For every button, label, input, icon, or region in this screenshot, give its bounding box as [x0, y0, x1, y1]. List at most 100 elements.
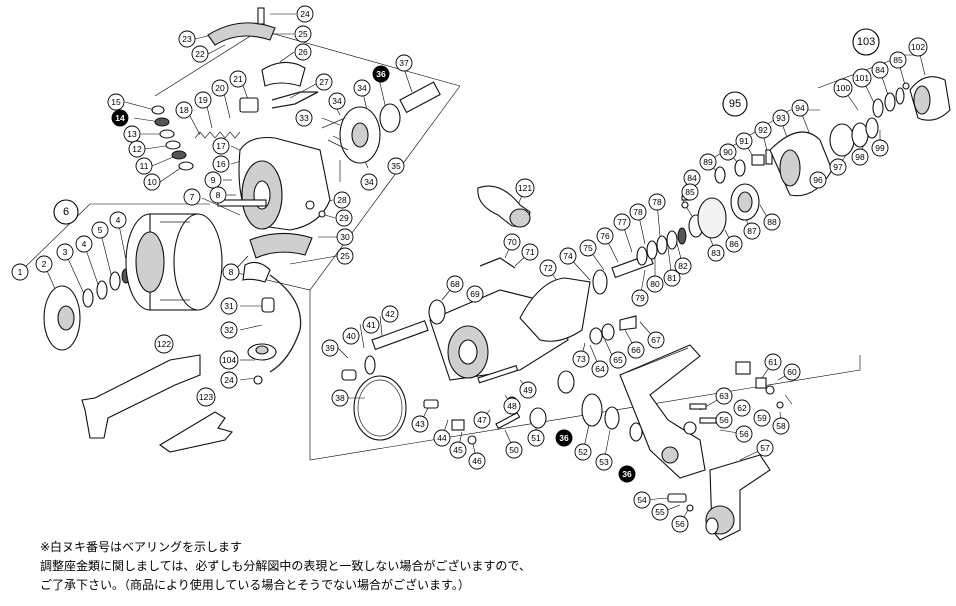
callout-62: 62 [733, 399, 751, 417]
callout-104: 104 [219, 350, 239, 370]
callout-99: 99 [871, 139, 889, 157]
svg-text:56: 56 [739, 429, 749, 439]
callout-54: 54 [633, 491, 651, 509]
svg-text:30: 30 [340, 232, 350, 242]
svg-text:34: 34 [357, 83, 367, 93]
svg-text:5: 5 [98, 225, 103, 235]
callout-123: 123 [196, 387, 216, 407]
svg-text:8: 8 [229, 267, 234, 277]
callout-93: 93 [772, 109, 790, 127]
svg-text:63: 63 [719, 391, 729, 401]
callout-92: 92 [754, 121, 772, 139]
svg-text:9: 9 [211, 175, 216, 185]
svg-text:44: 44 [437, 433, 447, 443]
callout-55: 55 [651, 503, 669, 521]
callout-48: 48 [503, 397, 521, 415]
svg-text:52: 52 [578, 447, 588, 457]
svg-text:60: 60 [787, 367, 797, 377]
svg-text:65: 65 [613, 355, 623, 365]
callout-4b: 4 [109, 211, 127, 229]
callout-40: 40 [342, 327, 360, 345]
svg-text:62: 62 [737, 403, 747, 413]
svg-text:75: 75 [583, 243, 593, 253]
callout-43: 43 [411, 415, 429, 433]
callout-86: 86 [725, 235, 743, 253]
callout-89: 89 [699, 153, 717, 171]
callout-58: 58 [772, 417, 790, 435]
svg-text:72: 72 [543, 263, 553, 273]
callout-63: 63 [715, 387, 733, 405]
callout-69: 69 [466, 285, 484, 303]
callout-67: 67 [647, 331, 665, 349]
svg-text:102: 102 [911, 42, 925, 52]
svg-text:78: 78 [633, 207, 643, 217]
svg-text:47: 47 [477, 415, 487, 425]
callout-88: 88 [763, 213, 781, 231]
callout-44: 44 [433, 429, 451, 447]
svg-text:80: 80 [650, 279, 660, 289]
callout-78b: 78 [648, 193, 666, 211]
callout-49: 49 [519, 381, 537, 399]
callout-97: 97 [829, 158, 847, 176]
callout-102: 102 [908, 37, 928, 57]
parts [43, 7, 951, 541]
callout-19: 19 [194, 91, 212, 109]
svg-text:34: 34 [364, 177, 374, 187]
callout-68: 68 [446, 275, 464, 293]
svg-text:79: 79 [635, 293, 645, 303]
callout-13: 13 [123, 125, 141, 143]
callout-1: 1 [11, 263, 29, 281]
callout-47: 47 [473, 411, 491, 429]
svg-text:84: 84 [687, 173, 697, 183]
callout-32: 32 [220, 321, 238, 339]
svg-text:92: 92 [758, 125, 768, 135]
callout-77: 77 [613, 213, 631, 231]
svg-text:29: 29 [339, 213, 349, 223]
svg-text:86: 86 [729, 239, 739, 249]
svg-text:76: 76 [600, 231, 610, 241]
svg-text:36: 36 [622, 469, 632, 479]
svg-text:70: 70 [507, 237, 517, 247]
svg-text:58: 58 [776, 421, 786, 431]
svg-text:2: 2 [42, 259, 47, 269]
svg-text:51: 51 [531, 433, 541, 443]
svg-text:99: 99 [875, 143, 885, 153]
callout-20: 20 [211, 79, 229, 97]
callout-50: 50 [505, 441, 523, 459]
svg-text:57: 57 [760, 443, 770, 453]
svg-text:73: 73 [576, 354, 586, 364]
svg-text:18: 18 [179, 105, 189, 115]
svg-text:48: 48 [507, 401, 517, 411]
callout-8: 8 [222, 263, 240, 281]
callout-45: 45 [449, 441, 467, 459]
svg-text:56: 56 [719, 415, 729, 425]
callout-5: 5 [91, 221, 109, 239]
svg-text:26: 26 [298, 47, 308, 57]
svg-text:39: 39 [325, 343, 335, 353]
callout-78a: 78 [629, 203, 647, 221]
svg-text:71: 71 [525, 247, 535, 257]
callout-4: 4 [75, 235, 93, 253]
callout-56a: 56 [671, 515, 689, 533]
svg-text:36: 36 [376, 69, 386, 79]
svg-text:82: 82 [678, 261, 688, 271]
svg-text:61: 61 [768, 357, 778, 367]
svg-text:85: 85 [685, 187, 695, 197]
callout-76: 76 [596, 227, 614, 245]
callout-103: 103 [852, 28, 880, 56]
svg-text:90: 90 [723, 147, 733, 157]
callout-42: 42 [381, 305, 399, 323]
svg-text:6: 6 [63, 206, 69, 218]
callout-39: 39 [321, 339, 339, 357]
svg-text:98: 98 [855, 152, 865, 162]
footnotes: ※白ヌキ番号はベアリングを示します 調整座金類に関しましては、必ずしも分解図中の… [40, 538, 940, 595]
svg-text:40: 40 [346, 331, 356, 341]
svg-text:77: 77 [617, 217, 627, 227]
svg-text:22: 22 [195, 49, 205, 59]
svg-text:15: 15 [111, 97, 121, 107]
svg-text:42: 42 [385, 309, 395, 319]
callout-87: 87 [743, 222, 761, 240]
callout-35: 35 [387, 157, 405, 175]
callout-36a: 36 [372, 65, 390, 83]
svg-text:67: 67 [651, 335, 661, 345]
